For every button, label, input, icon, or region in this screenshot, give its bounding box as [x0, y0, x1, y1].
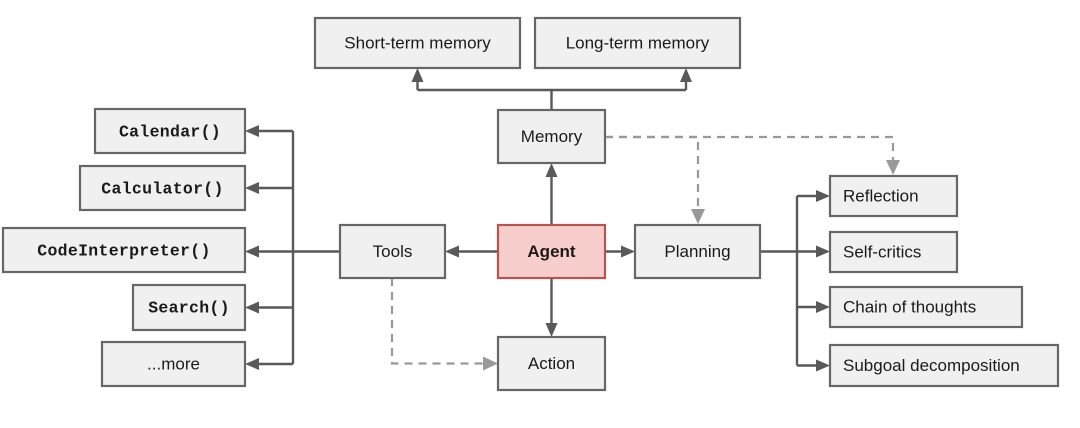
node-calendar-tool[interactable]: Calendar(): [93, 107, 247, 155]
tools-box[interactable]: [338, 223, 447, 280]
node-planning[interactable]: Planning: [633, 223, 762, 280]
tools-label: Tools: [373, 242, 413, 261]
node-search-tool[interactable]: Search(): [131, 283, 247, 332]
node-tools[interactable]: Tools: [338, 223, 447, 280]
edge-tools-to-action-dashed: [390, 278, 498, 371]
node-memory[interactable]: Memory: [496, 108, 607, 165]
node-long-term-memory[interactable]: Long-term memory: [533, 16, 742, 70]
chain-of-thoughts-box[interactable]: [828, 285, 1024, 329]
calendar-tool-box[interactable]: [93, 107, 247, 155]
node-subgoal-decomposition[interactable]: Subgoal decomposition: [828, 343, 1060, 388]
more-tools-box[interactable]: [100, 340, 247, 388]
memory-box[interactable]: [496, 108, 607, 165]
calculator-tool-label: Calculator(): [101, 179, 223, 198]
code-interpreter-tool-box[interactable]: [1, 226, 247, 274]
search-tool-box[interactable]: [131, 283, 247, 332]
short-term-memory-label: Short-term memory: [344, 33, 491, 52]
self-critics-box[interactable]: [828, 230, 959, 274]
planning-box[interactable]: [633, 223, 762, 280]
edge-memory-to-reflection-dashed: [605, 135, 900, 175]
node-self-critics[interactable]: Self-critics: [828, 230, 959, 274]
edge-memory-to-planning-dashed: [605, 135, 705, 224]
edge-tools-to-tool-list: [245, 125, 340, 370]
edge-planning-to-strategy-list: [760, 190, 830, 372]
short-term-memory-box[interactable]: [313, 16, 522, 70]
long-term-memory-label: Long-term memory: [566, 33, 710, 52]
long-term-memory-box[interactable]: [533, 16, 742, 70]
reflection-box[interactable]: [828, 174, 959, 218]
edge-agent-to-planning: [605, 245, 635, 258]
edge-agent-to-action: [545, 278, 558, 337]
more-tools-label: ...more: [147, 354, 200, 373]
code-interpreter-tool-label: CodeInterpreter(): [37, 241, 210, 260]
node-reflection[interactable]: Reflection: [828, 174, 959, 218]
memory-label: Memory: [521, 127, 583, 146]
action-label: Action: [528, 354, 575, 373]
reflection-label: Reflection: [843, 186, 919, 205]
calculator-tool-box[interactable]: [78, 164, 247, 212]
node-more-tools[interactable]: ...more: [100, 340, 247, 388]
agent-box[interactable]: [496, 223, 607, 280]
chain-of-thoughts-label: Chain of thoughts: [843, 297, 976, 316]
subgoal-decomposition-box[interactable]: [828, 343, 1060, 388]
edge-layer: planning (dashed) --> reflection (dashed…: [245, 68, 900, 372]
agent-label: Agent: [527, 242, 576, 261]
calendar-tool-label: Calendar(): [119, 122, 221, 141]
node-code-interpreter-tool[interactable]: CodeInterpreter(): [1, 226, 247, 274]
edge-agent-to-tools: [445, 245, 498, 258]
edge-memory-to-memories: [411, 68, 692, 110]
edge-agent-to-memory: [545, 163, 558, 225]
node-calculator-tool[interactable]: Calculator(): [78, 164, 247, 212]
action-box[interactable]: [496, 335, 607, 392]
self-critics-label: Self-critics: [843, 242, 921, 261]
subgoal-decomposition-label: Subgoal decomposition: [843, 356, 1020, 375]
planning-label: Planning: [664, 242, 730, 261]
search-tool-label: Search(): [148, 298, 230, 317]
node-short-term-memory[interactable]: Short-term memory: [313, 16, 522, 70]
node-agent[interactable]: Agent: [496, 223, 607, 280]
node-action[interactable]: Action: [496, 335, 607, 392]
node-chain-of-thoughts[interactable]: Chain of thoughts: [828, 285, 1024, 329]
